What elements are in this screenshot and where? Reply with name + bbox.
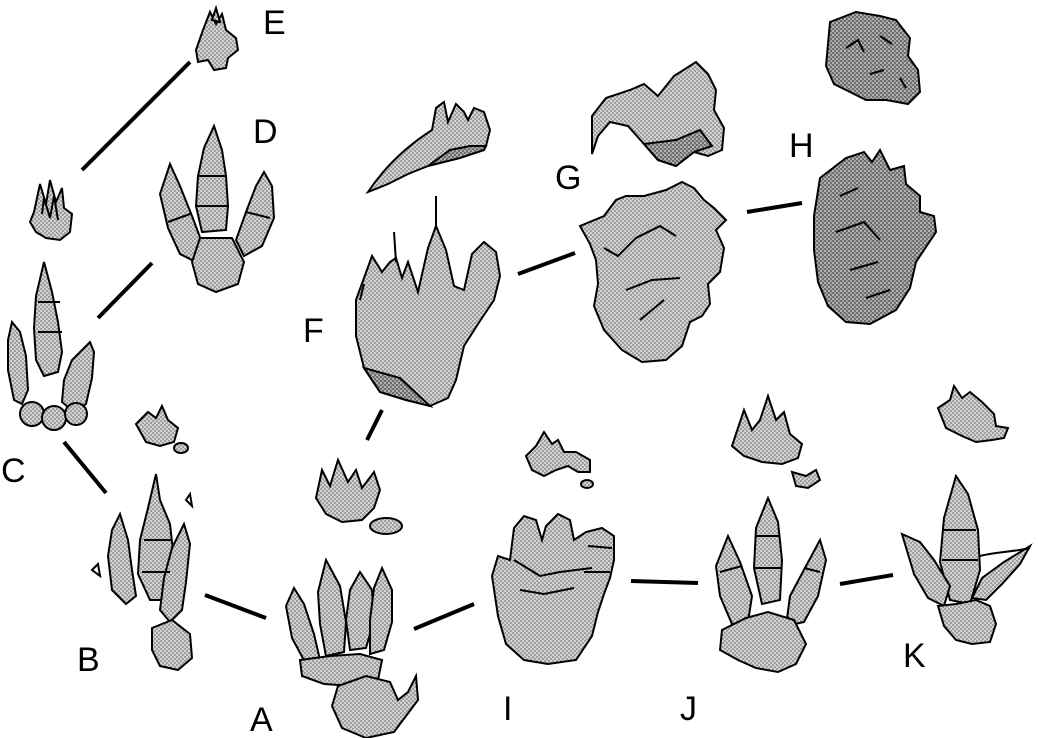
label-h: H xyxy=(789,127,814,165)
connector-g-h xyxy=(747,203,802,212)
track-d-heel xyxy=(192,238,244,292)
track-c-left-toe xyxy=(8,322,28,404)
track-k xyxy=(902,386,1030,644)
track-a-upper-pad xyxy=(370,518,402,534)
label-d: D xyxy=(253,113,278,151)
track-b-upper-print xyxy=(136,406,178,446)
track-a-left-toe xyxy=(286,588,320,664)
track-c xyxy=(8,262,94,430)
track-d-middle-toe xyxy=(196,126,228,232)
track-b-heel xyxy=(152,620,192,670)
label-c: C xyxy=(1,452,26,490)
track-c-heel-pad-1 xyxy=(20,402,44,426)
label-b: B xyxy=(77,641,100,679)
track-a-upper-print xyxy=(316,460,380,522)
label-g: G xyxy=(555,159,581,197)
track-j-upper-pad xyxy=(792,470,820,488)
track-b xyxy=(92,406,192,670)
label-k: K xyxy=(903,637,926,675)
track-f xyxy=(356,102,500,406)
track-g-main-print xyxy=(580,182,726,362)
track-b-upper-pad xyxy=(174,443,188,453)
track-i-upper-print xyxy=(526,432,590,476)
track-c-middle-toe xyxy=(34,262,62,376)
track-k-right-toe xyxy=(972,546,1030,600)
track-j xyxy=(716,396,826,672)
track-k-upper-print xyxy=(938,386,1008,442)
track-c-heel-pad-3 xyxy=(65,403,87,425)
track-a-outer-right-toe xyxy=(370,568,392,654)
track-e-upper-claw xyxy=(212,8,220,22)
track-a-middle-toe xyxy=(318,560,346,656)
track-a xyxy=(286,460,418,738)
connector-b-a xyxy=(205,595,266,618)
label-e: E xyxy=(263,4,286,42)
connector-c-b xyxy=(64,442,106,493)
track-j-right-toe xyxy=(786,540,826,626)
track-g xyxy=(580,62,726,362)
track-j-upper-print xyxy=(732,396,802,464)
connector-j-k xyxy=(840,575,893,584)
track-e xyxy=(196,8,238,70)
track-b-left-toe xyxy=(108,514,136,604)
track-h-upper-print xyxy=(826,12,920,104)
track-a-heel xyxy=(332,676,418,738)
track-k-heel xyxy=(938,600,996,644)
connector-f-g xyxy=(518,253,575,274)
track-c-right-toe xyxy=(62,342,94,412)
label-j: J xyxy=(680,690,697,728)
track-i-upper-pad xyxy=(581,480,593,488)
track-h-main-print xyxy=(814,150,936,324)
connector-d-c xyxy=(98,263,152,318)
connector-e-c xyxy=(82,62,190,170)
track-c-heel-pad-2 xyxy=(42,406,66,430)
label-a: A xyxy=(250,701,273,738)
label-f: F xyxy=(303,312,324,350)
track-h xyxy=(814,12,936,324)
track-j-middle-toe xyxy=(754,498,782,604)
track-c-small-print xyxy=(30,180,72,240)
connector-a-i xyxy=(414,604,474,629)
track-j-left-toe xyxy=(716,536,752,624)
track-i-main-print xyxy=(492,514,614,664)
label-i: I xyxy=(503,690,512,728)
connector-a-f xyxy=(367,410,382,440)
connector-i-j xyxy=(631,581,698,583)
track-i xyxy=(492,432,614,664)
